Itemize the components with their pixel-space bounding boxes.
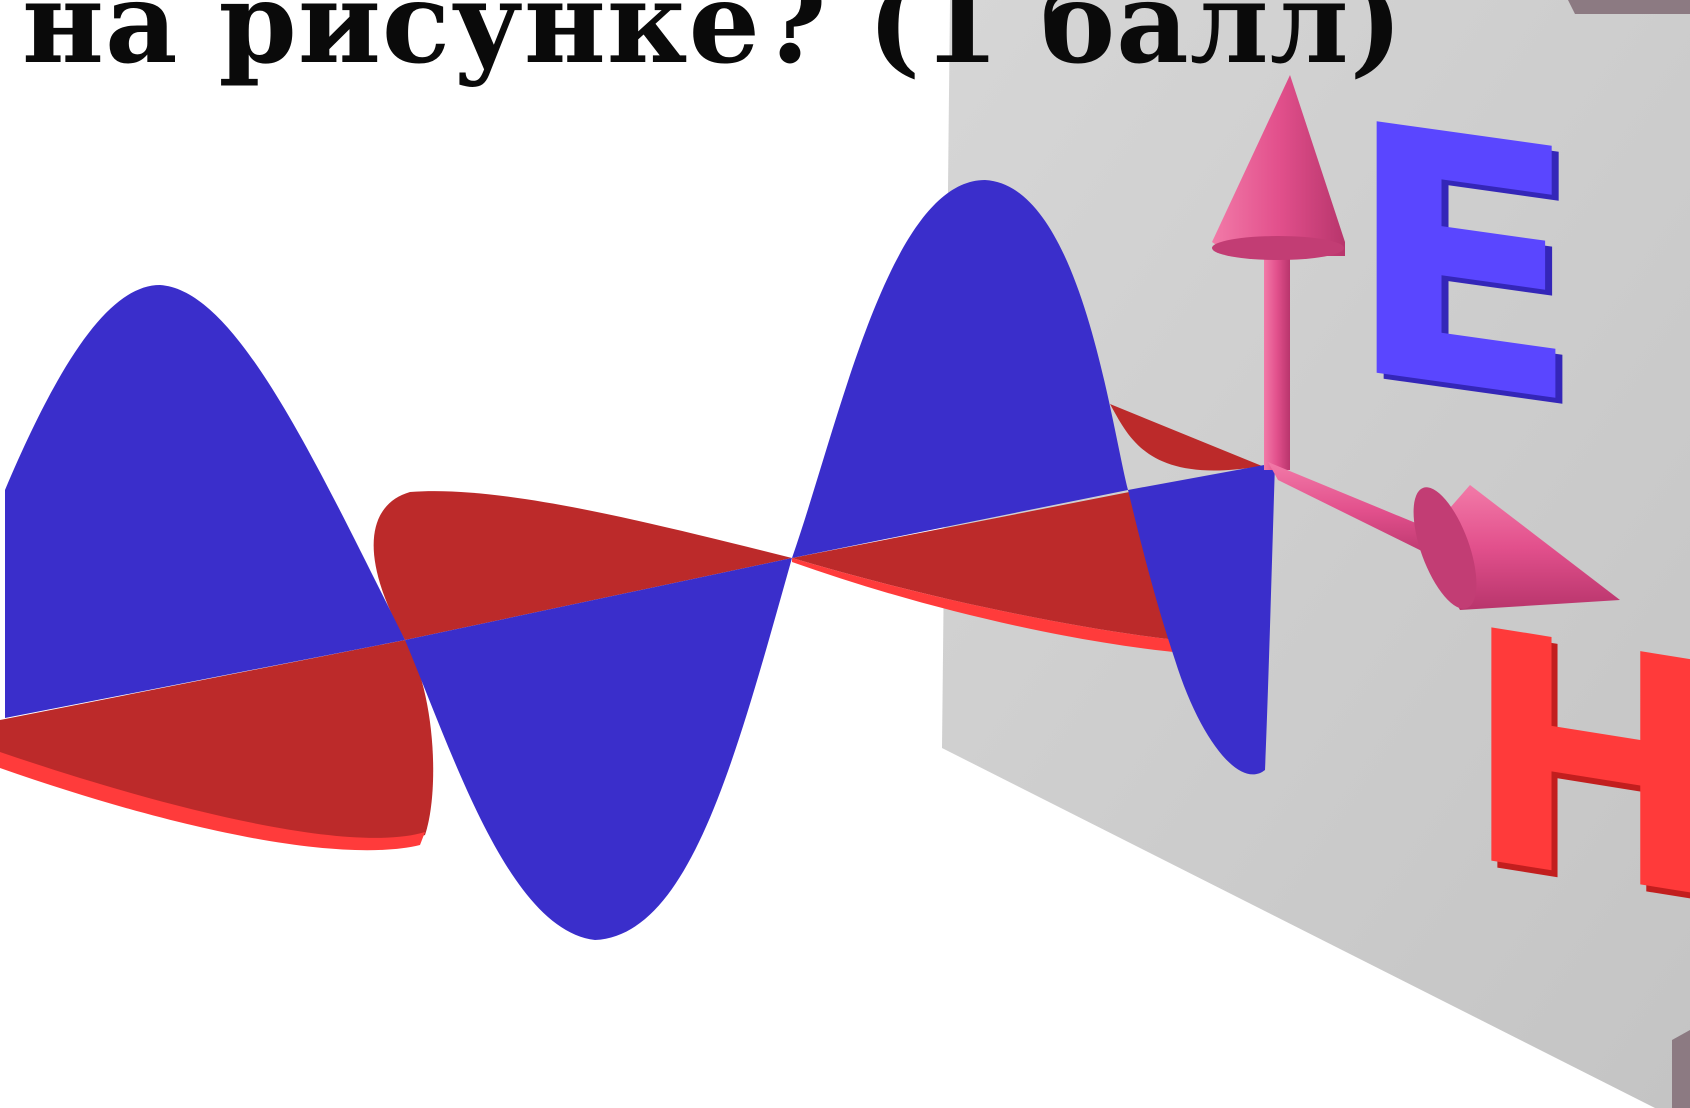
e-label-shadow: E <box>1352 54 1588 489</box>
e-wave-lobe-right-up <box>792 180 1128 558</box>
h-wave-lobe-middle <box>373 491 792 640</box>
e-vector-shaft <box>1264 230 1290 470</box>
question-title: на рисунке? (1 балл) <box>22 0 1404 89</box>
e-vector-head <box>1212 75 1345 256</box>
h-wave-lobe-tail <box>1110 404 1262 471</box>
h-vector-head-base <box>1413 487 1477 609</box>
screen-edge <box>1568 0 1690 14</box>
screen-edge-lower <box>1672 1030 1690 1108</box>
h-label-shadow: H <box>1468 566 1690 981</box>
e-label: E E <box>1345 48 1588 489</box>
h-label: H H <box>1462 559 1690 981</box>
e-label-text: E <box>1345 48 1581 483</box>
e-wave-lobe-right-down <box>1128 463 1275 775</box>
e-wave-lobe-middle-down <box>405 558 792 940</box>
e-vector-head-base <box>1212 236 1344 260</box>
h-vector-shaft <box>1268 462 1452 560</box>
h-wave-lobe-left-edge <box>0 752 425 851</box>
e-wave-lobe-left <box>5 285 405 718</box>
h-label-text: H <box>1462 559 1690 974</box>
screen-plane <box>942 0 1690 1108</box>
